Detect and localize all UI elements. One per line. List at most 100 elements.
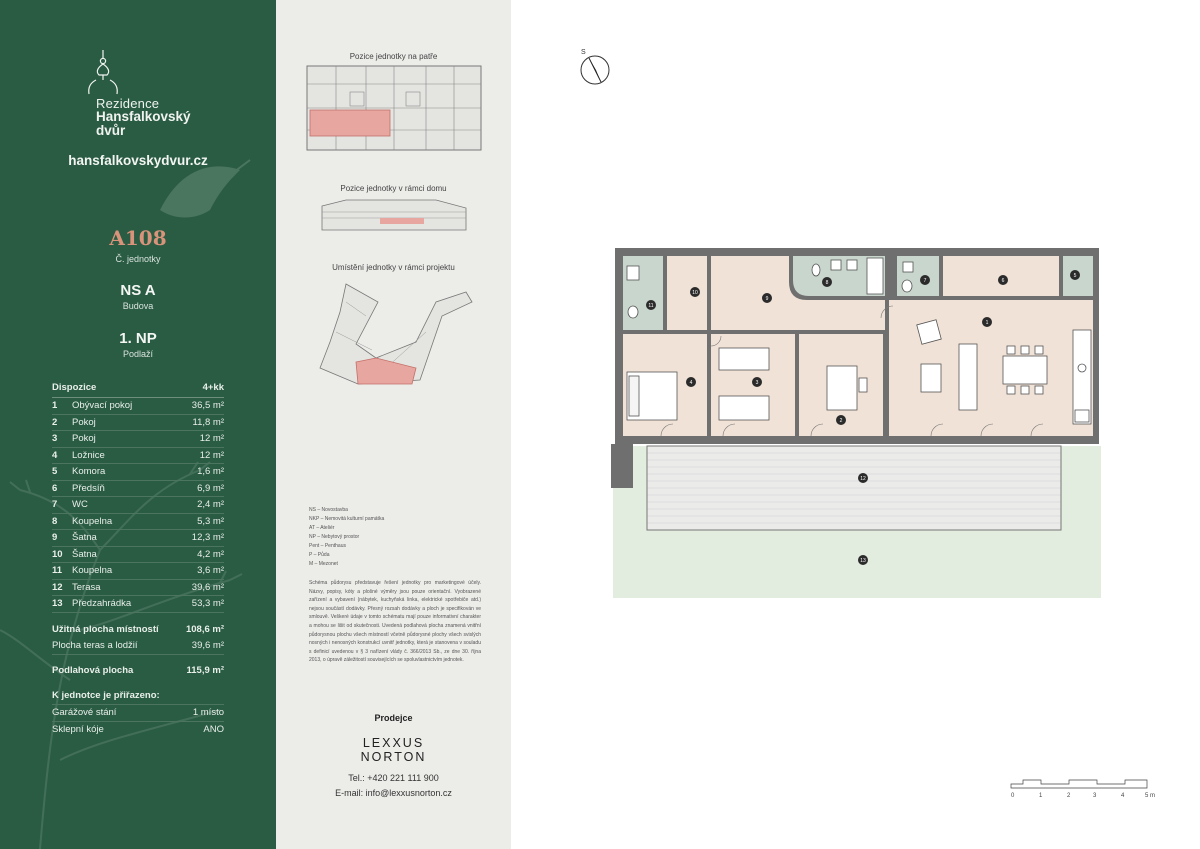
room-area: 3,6 m²	[197, 565, 224, 577]
disposition-header: Dispozice 4+kk	[52, 382, 224, 398]
disposition-value: 4+kk	[202, 382, 224, 393]
room-area: 12,3 m²	[191, 532, 224, 544]
room-number: 1	[52, 400, 58, 412]
brand-line-3: dvůr	[96, 123, 126, 138]
building-value: NS A	[120, 282, 156, 299]
scale-label: 1	[1039, 793, 1043, 799]
room-number: 9	[52, 532, 58, 544]
legend-item: P – Půda	[309, 552, 330, 558]
room-marker-label: 3	[756, 380, 759, 386]
terrace-decking	[647, 452, 1061, 524]
furniture	[626, 257, 1092, 425]
room-marker-5: 5	[1070, 270, 1080, 280]
floor-area-row: Podlahová plocha 115,9 m²	[52, 665, 224, 676]
door-swings	[660, 305, 1044, 437]
bird-illustration	[160, 159, 251, 218]
room-marker-1: 1	[982, 317, 992, 327]
room-area: 5,3 m²	[197, 515, 224, 527]
terrace-area-label: Plocha teras a lodžií	[52, 640, 138, 651]
legend-item: M – Mezonet	[309, 561, 338, 567]
cellar-row: Sklepní kóje ANO	[52, 724, 224, 735]
seller-title: Prodejce	[374, 713, 413, 723]
room-10	[667, 256, 707, 330]
room-area: 12 m²	[199, 433, 224, 445]
website-link[interactable]: hansfalkovskydvur.cz	[68, 153, 208, 168]
cellar-label: Sklepní kóje	[52, 724, 104, 735]
brand-logo: Rezidence Hansfalkovský dvůr	[82, 50, 222, 140]
north-label: S	[581, 49, 586, 56]
scale-label: 5 m	[1145, 793, 1155, 799]
floor-area-label: Podlahová plocha	[52, 665, 134, 676]
brand-line-1: Rezidence	[96, 96, 160, 111]
room-number: 12	[52, 581, 63, 593]
room-marker-9: 9	[762, 293, 772, 303]
usable-area-label: Užitná plocha místností	[52, 624, 159, 635]
room-area: 39,6 m²	[191, 581, 224, 593]
room-marker-12: 12	[858, 473, 868, 483]
legend-item: Pent – Penthaus	[309, 543, 346, 549]
room-name: Pokoj	[72, 433, 96, 445]
assigned-title-text: K jednotce je přiřazeno:	[52, 690, 160, 701]
room-area: 53,3 m²	[191, 598, 224, 610]
floor-caption: Podlaží	[122, 349, 154, 359]
legend-item: NS – Novostavba	[309, 507, 348, 513]
seller-logo-line-1: LEXXUS	[362, 736, 425, 750]
terrace-area-value: 39,6 m²	[191, 640, 224, 651]
garage-row: Garážové stání 1 místo	[52, 707, 224, 722]
room-marker-label: 4	[690, 380, 693, 386]
unit-code: A108	[109, 226, 167, 250]
room-row-6: 6 Předsíň 6,9 m²	[52, 481, 224, 497]
room-area: 1,6 m²	[197, 466, 224, 478]
position-project-title: Umístění jednotky v rámci projektu	[332, 263, 455, 272]
scale-label: 4	[1121, 793, 1125, 799]
room-number: 6	[52, 482, 58, 494]
legend-item: NP – Nebytový prostor	[309, 534, 360, 540]
room-number: 2	[52, 416, 58, 428]
floor-value: 1. NP	[119, 330, 157, 347]
seller-phone[interactable]: Tel.: +420 221 111 900	[348, 773, 439, 783]
room-marker-label: 8	[826, 280, 829, 286]
room-area: 2,4 m²	[197, 499, 224, 511]
room-number: 10	[52, 548, 63, 560]
garage-label: Garážové stání	[52, 707, 117, 718]
room-row-2: 2 Pokoj 11,8 m²	[52, 415, 224, 431]
west-wall-block	[611, 444, 633, 488]
room-name: Koupelna	[72, 565, 113, 577]
info-panel: Rezidence Hansfalkovský dvůr hansfalkovs…	[0, 0, 276, 849]
cellar-value: ANO	[203, 724, 224, 735]
scale-label: 2	[1067, 793, 1071, 799]
room-name: Předsíň	[72, 482, 105, 494]
room-marker-10: 10	[690, 287, 700, 297]
room-marker-4: 4	[686, 377, 696, 387]
room-name: Koupelna	[72, 515, 113, 527]
seller-logo-line-2: NORTON	[360, 750, 427, 764]
seller-email[interactable]: E-mail: info@lexxusnorton.cz	[335, 788, 452, 798]
position-house-title: Pozice jednotky v rámci domu	[340, 184, 447, 193]
legend-item: AT – Ateliér	[309, 525, 335, 531]
room-name: Obývací pokoj	[72, 400, 133, 412]
room-marker-8: 8	[822, 277, 832, 287]
tower-icon	[88, 50, 118, 95]
room-number: 7	[52, 499, 58, 511]
room-area: 11,8 m²	[192, 416, 224, 428]
room-marker-label: 13	[860, 558, 866, 564]
floor-plan: S	[580, 49, 1155, 799]
scale-label: 0	[1011, 793, 1015, 799]
garage-value: 1 místo	[192, 707, 224, 718]
floor-area-value: 115,9 m²	[186, 665, 225, 676]
room-name: Pokoj	[72, 416, 96, 428]
room-name: Šatna	[72, 548, 97, 560]
room-marker-label: 7	[924, 278, 927, 284]
project-site-map	[319, 283, 473, 385]
room-area: 6,9 m²	[197, 482, 224, 494]
room-marker-label: 9	[766, 296, 769, 302]
